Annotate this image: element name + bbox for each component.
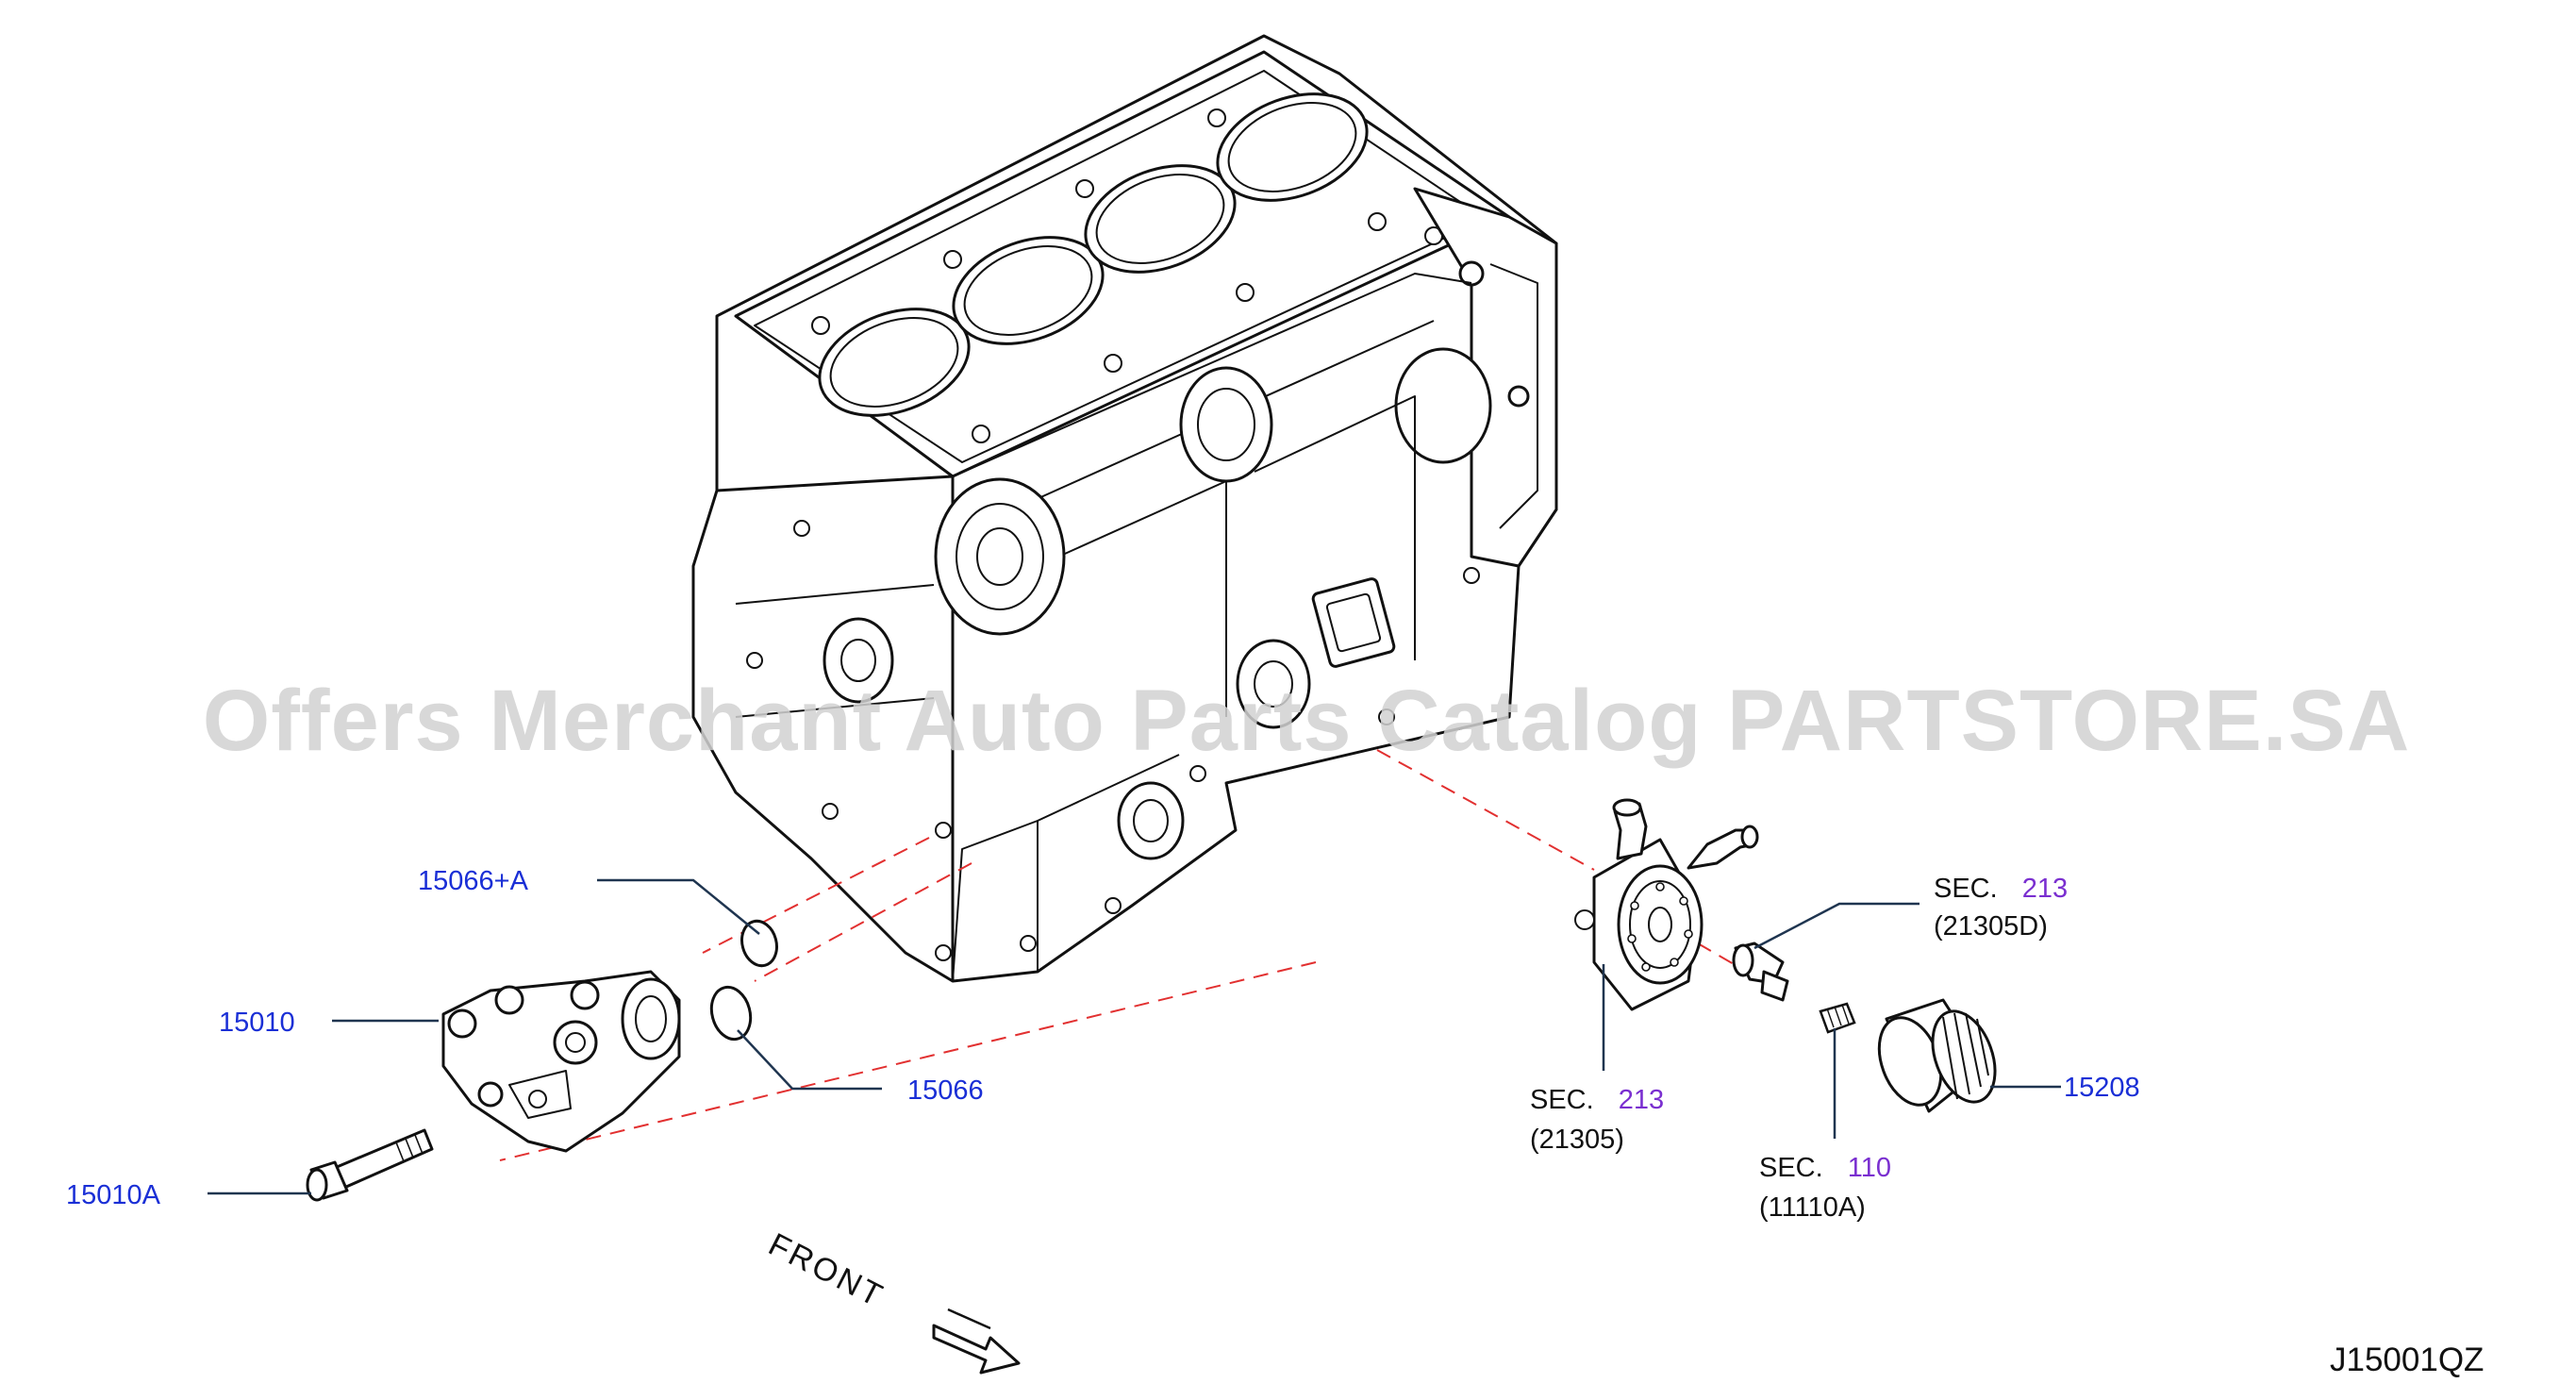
section-link-110[interactable]: 110 — [1847, 1153, 1891, 1183]
callout-15066: 15066 — [907, 1075, 984, 1106]
callout-15208: 15208 — [2064, 1073, 2140, 1103]
section-link-213[interactable]: 213 — [1618, 1085, 1665, 1115]
part-link-15010a[interactable]: 15010A — [66, 1180, 160, 1210]
oil-filter-illustration — [1877, 998, 1997, 1113]
part-link-15066a[interactable]: 15066+A — [418, 866, 528, 896]
front-arrow-icon — [932, 1308, 1021, 1375]
callout-ref-11110a: (11110A) — [1759, 1192, 1866, 1223]
callout-sec-213-21305: SEC. 213 — [1530, 1085, 1664, 1115]
connector-illustration — [1732, 942, 1789, 1002]
diagram-code: J15001QZ — [2330, 1342, 2485, 1378]
section-link-213[interactable]: 213 — [2021, 874, 2069, 904]
reference-code: (21305) — [1530, 1125, 1624, 1155]
callout-15010: 15010 — [219, 1008, 295, 1038]
callout-sec-110-11110a: SEC. 110 — [1759, 1153, 1891, 1183]
water-inlet-illustration — [441, 970, 681, 1153]
callout-ref-21305: (21305) — [1530, 1125, 1624, 1155]
reference-code: (21305D) — [1934, 911, 2048, 942]
stud-illustration — [1819, 1002, 1856, 1034]
watermark-text: Offers Merchant Auto Parts Catalog PARTS… — [202, 673, 2411, 769]
callout-ref-21305d: (21305D) — [1934, 911, 2048, 942]
part-link-15208[interactable]: 15208 — [2064, 1073, 2140, 1103]
reference-code: (11110A) — [1759, 1192, 1866, 1223]
section-prefix: SEC. — [1934, 874, 1998, 904]
part-link-15066[interactable]: 15066 — [907, 1075, 984, 1106]
section-prefix: SEC. — [1530, 1085, 1594, 1115]
cylinder-block-illustration — [691, 34, 1558, 983]
oil-cooler-illustration — [1574, 798, 1759, 1011]
o-ring-illustrations — [709, 919, 778, 1042]
section-prefix: SEC. — [1759, 1153, 1823, 1183]
callout-sec-213-21305d: SEC. 213 — [1934, 874, 2068, 904]
part-link-15010[interactable]: 15010 — [219, 1008, 295, 1038]
callout-15010a: 15010A — [66, 1180, 160, 1210]
bolt-illustration — [306, 1128, 434, 1202]
callout-15066a: 15066+A — [418, 866, 528, 896]
leader-lines — [208, 878, 2061, 1195]
